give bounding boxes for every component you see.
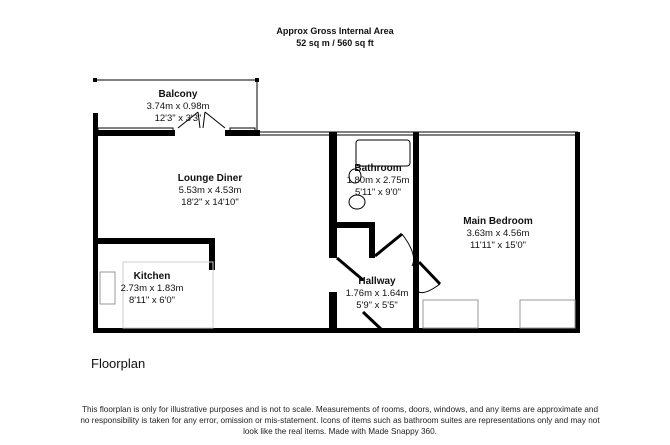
room-name: Balcony — [158, 89, 198, 100]
room-metric: 3.63m x 4.56m — [466, 228, 530, 239]
room-metric: 5.53m x 4.53m — [178, 185, 242, 196]
room-name: Lounge Diner — [177, 173, 243, 184]
room-imperial: 18'2" x 14'10" — [181, 197, 239, 208]
room-metric: 3.74m x 0.98m — [146, 101, 210, 112]
room-name: Main Bedroom — [463, 216, 533, 227]
disclaimer: This floorplan is only for illustrative … — [80, 405, 600, 436]
room-imperial: 8'11" x 6'0" — [128, 295, 176, 306]
room-metric: 2.73m x 1.83m — [120, 283, 184, 294]
room-imperial: 5'9" x 5'5" — [356, 300, 398, 311]
floorplan-caption: Floorplan — [91, 356, 146, 371]
room-name: Hallway — [358, 276, 396, 287]
room-imperial: 11'11" x 15'0" — [470, 240, 526, 251]
area-value: 52 sq m / 560 sq ft — [296, 38, 374, 48]
area-title: Approx Gross Internal Area — [276, 26, 394, 36]
room-imperial: 5'11" x 9'0" — [354, 187, 402, 198]
room-metric: 1.76m x 1.64m — [345, 288, 409, 299]
room-metric: 1.80m x 2.75m — [346, 175, 410, 186]
thin-lines — [95, 79, 578, 332]
walls — [93, 78, 580, 333]
room-imperial: 12'3" x 3'3" — [154, 113, 202, 124]
room-name: Bathroom — [354, 163, 402, 174]
room-name: Kitchen — [133, 271, 171, 282]
